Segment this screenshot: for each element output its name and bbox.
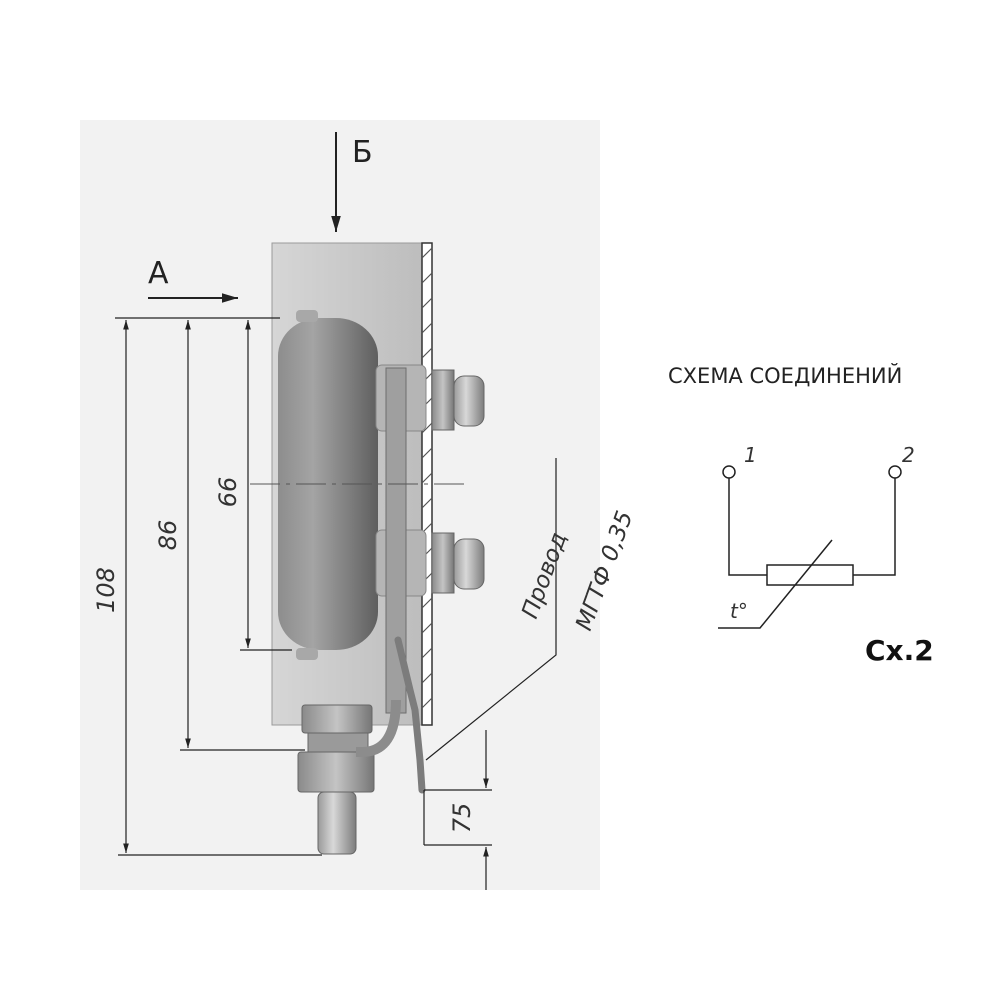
terminal-1-label: 1 [744, 443, 757, 467]
sensor-body [278, 318, 378, 650]
scheme-wire-right [853, 478, 896, 576]
terminal-2-icon [888, 465, 902, 479]
dim-75-label: 75 [448, 803, 476, 834]
wire-lead [394, 636, 426, 794]
body-bottom-pin [296, 648, 318, 660]
thermistor-slash [718, 539, 833, 629]
view-b-label: Б [352, 135, 373, 170]
bracket-hook [356, 699, 401, 757]
view-a-label: А [148, 256, 169, 291]
body-top-pin [296, 310, 318, 322]
scheme-title: СХЕМА СОЕДИНЕНИЙ [668, 363, 902, 388]
bottom-fitting [297, 704, 375, 855]
scheme-wire-left [728, 478, 767, 576]
dim-108-label: 108 [92, 567, 120, 613]
terminal-2-label: 2 [902, 443, 915, 467]
temperature-label: t° [730, 599, 748, 623]
connection-scheme: СХЕМА СОЕДИНЕНИЙ 1 2 t° Сх.2 [668, 363, 934, 667]
scheme-label: Сх.2 [865, 634, 934, 667]
sensor-drawing: 108 86 66 75 Провод МГТФ 0,35 А Б [80, 120, 638, 890]
lower-bolt [431, 532, 485, 594]
terminal-1-icon [722, 465, 736, 479]
dim-86-label: 86 [154, 520, 182, 551]
thermistor-icon [766, 564, 854, 586]
wire-leader [425, 458, 557, 761]
upper-bolt [431, 369, 485, 431]
dim-66-label: 66 [214, 477, 242, 508]
